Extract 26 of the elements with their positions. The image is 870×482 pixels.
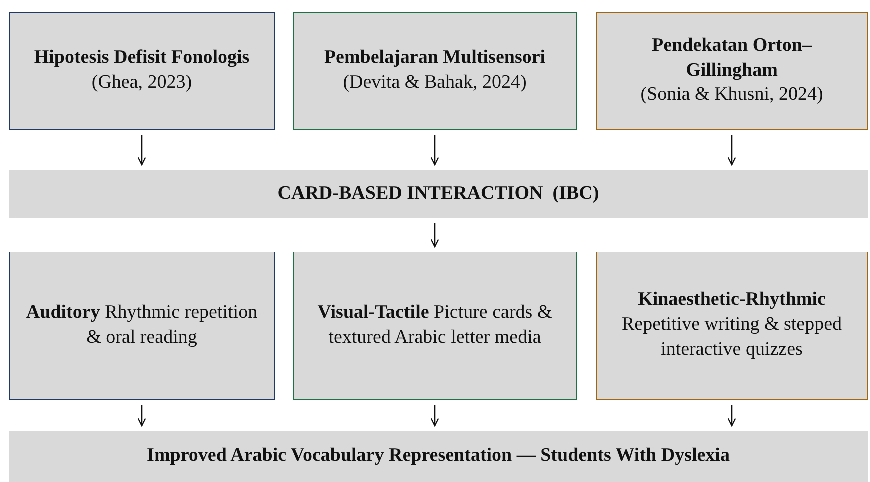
box-title: Pendekatan Orton–Gillingham	[651, 34, 814, 83]
process-box	[293, 252, 577, 400]
process-box	[9, 12, 275, 130]
arrow	[430, 405, 440, 427]
process-box	[596, 252, 868, 400]
box-text: Auditory Rhythmic repetition & oral reading	[25, 300, 259, 350]
arrow	[728, 135, 736, 166]
process-box	[293, 12, 577, 130]
box-text: Visual-Tactile Picture cards & textured Arabic letter media	[316, 300, 554, 350]
citation-text: (Devita & Bahak, 2024)	[343, 71, 527, 95]
box-title: Pembelajaran Multisensori	[323, 46, 547, 70]
arrow	[430, 223, 440, 248]
banner-text: Improved Arabic Vocabulary Representation — Students With Dyslexia	[147, 444, 730, 468]
process-box	[596, 12, 868, 130]
arrow	[138, 405, 146, 427]
arrow	[728, 405, 736, 427]
banner-box	[9, 431, 868, 482]
citation-text: (Ghea, 2023)	[92, 71, 192, 95]
box-title: Hipotesis Defisit Fonologis	[33, 46, 251, 70]
arrow	[138, 135, 146, 166]
box-text: Kinaesthetic-Rhythmic Repetitive writing & stepped interactive quizzes	[620, 288, 844, 362]
banner-box	[9, 170, 868, 218]
citation-text: (Sonia & Khusni, 2024)	[640, 83, 824, 108]
arrow	[430, 135, 440, 166]
banner-text: CARD-BASED INTERACTION (IBC)	[278, 182, 600, 206]
process-box	[9, 252, 275, 400]
